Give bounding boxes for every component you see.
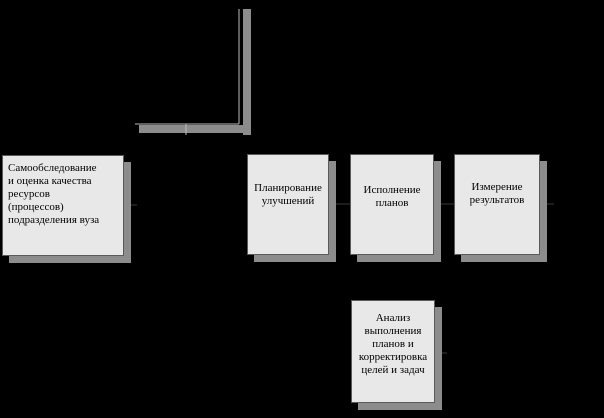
analysis-label: Анализ выполнения планов и корректировка… xyxy=(358,312,428,376)
self-assessment-label: Самообследование и оценка качества ресур… xyxy=(8,162,100,226)
measurement-label: Измерение результатов xyxy=(469,181,525,206)
execution-label: Исполнение планов xyxy=(363,184,421,209)
planning-label: Планирование улучшений xyxy=(254,182,322,207)
measurement-box: Измерение результатов xyxy=(454,154,540,255)
self-assessment-box: Самообследование и оценка качества ресур… xyxy=(2,155,124,256)
analysis-box: Анализ выполнения планов и корректировка… xyxy=(351,300,435,403)
top-connector-vertical-shadow xyxy=(243,9,251,135)
top-connector-horizontal-shadow xyxy=(139,125,251,133)
execution-box: Исполнение планов xyxy=(350,154,434,255)
planning-box: Планирование улучшений xyxy=(247,154,329,255)
